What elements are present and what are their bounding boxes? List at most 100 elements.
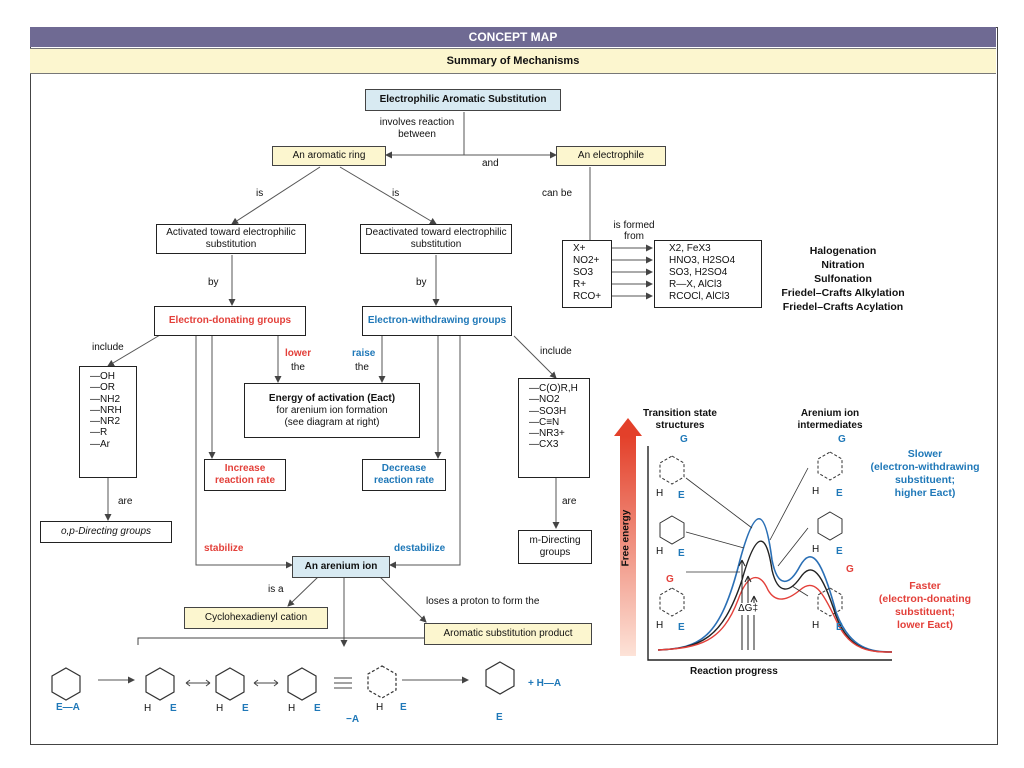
ewg-item: —C≡N — [529, 416, 560, 428]
ewg-item: —NO2 — [529, 394, 560, 406]
e-label-ts-bottom: E — [678, 622, 685, 633]
edg-item: —OH — [90, 371, 115, 382]
concept-map-subtitle: Summary of Mechanisms — [30, 48, 996, 74]
m-directing-box: m-Directing groups — [518, 530, 592, 564]
faster-line: (electron-donating — [878, 593, 972, 605]
energy-line-3: (see diagram at right) — [284, 416, 380, 428]
include-left-label: include — [92, 342, 124, 353]
edg-item: —Ar — [90, 438, 110, 450]
ewg-item: —C(O)R,H — [529, 383, 578, 394]
by-left-label: by — [208, 277, 219, 288]
source-item: RCOCl, AlCl3 — [669, 291, 730, 302]
reaction-name: Sulfonation — [814, 273, 872, 285]
ea-label: E—A — [56, 702, 80, 713]
lower-label: lower — [285, 348, 312, 359]
faster-line: lower Eact) — [896, 619, 954, 631]
reaction-names: Halogenation Nitration Sulfonation Fried… — [768, 244, 918, 314]
mech-e-1: E — [170, 703, 177, 714]
destabilize-label: destabilize — [394, 543, 446, 554]
concept-map-title: CONCEPT MAP — [30, 27, 996, 47]
increase-rate-box: Increase reaction rate — [204, 459, 286, 491]
energy-line-2: for arenium ion formation — [276, 404, 388, 416]
arenium-intermediates-label: Arenium ion intermediates — [797, 408, 863, 431]
faster-line: substituent; — [894, 606, 956, 618]
slower-line: (electron-withdrawing — [870, 461, 980, 473]
eas-title-box: Electrophilic Aromatic Substitution — [365, 89, 561, 111]
raise-label: raise — [352, 348, 376, 359]
source-item: R—X, AlCl3 — [669, 279, 722, 290]
edg-item: —NH2 — [90, 393, 121, 405]
e-label-ts-top: E — [678, 490, 685, 501]
faster-line: Faster — [909, 580, 941, 592]
h-label-ts-mid: H — [656, 546, 664, 557]
include-right-label: include — [540, 346, 572, 357]
mech-e-3: E — [314, 703, 321, 714]
mech-e-product: E — [496, 712, 503, 723]
ewg-item: —SO3H — [529, 405, 567, 417]
g-label-int-top: G — [838, 434, 846, 445]
transition-state-label: Transition state structures — [643, 408, 717, 431]
slower-annotation: Slower (electron-withdrawing substituent… — [862, 448, 988, 500]
slower-line: higher Eact) — [894, 487, 956, 499]
e-label-int-mid: E — [836, 546, 843, 557]
h-label-int-mid: H — [812, 544, 820, 555]
op-directing-box: o,p-Directing groups — [40, 521, 172, 543]
are-right-label: are — [562, 496, 577, 507]
cyclohexadienyl-box: Cyclohexadienyl cation — [184, 607, 328, 629]
free-energy-axis-label: Free energy — [620, 509, 632, 567]
raise-the-label: the — [355, 362, 369, 373]
reaction-name: Nitration — [821, 259, 865, 271]
is-left-label: is — [256, 188, 264, 199]
reaction-name: Friedel–Crafts Alkylation — [781, 287, 905, 299]
mechanism-rings — [51, 661, 515, 701]
electrophile-item: RCO+ — [573, 291, 602, 302]
h-label-ts-top: H — [656, 488, 664, 499]
source-item: SO3, H2SO4 — [669, 267, 728, 278]
reaction-progress-axis-label: Reaction progress — [690, 666, 778, 677]
are-left-label: are — [118, 496, 133, 507]
source-item: X2, FeX3 — [669, 243, 711, 254]
mech-e-2: E — [242, 703, 249, 714]
e-label-ts-mid: E — [678, 548, 685, 559]
energy-activation-box: Energy of activation (Eact) for arenium … — [244, 383, 420, 438]
substitution-product-box: Aromatic substitution product — [424, 623, 592, 645]
reaction-name: Halogenation — [809, 245, 877, 257]
h-label-ts-bottom: H — [656, 620, 664, 631]
mech-e-4: E — [400, 702, 407, 713]
h-label-int-top: H — [812, 486, 820, 497]
decrease-rate-box: Decrease reaction rate — [362, 459, 446, 491]
is-a-label: is a — [268, 584, 284, 595]
electrophile-box: An electrophile — [556, 146, 666, 166]
a-minus-label: −A — [346, 714, 360, 725]
ewg-item: —NR3+ — [529, 428, 565, 440]
mech-h-3: H — [288, 703, 296, 714]
g-label-int-bottom: G — [846, 564, 854, 575]
electrophile-item: SO3 — [573, 267, 594, 278]
e-label-int-top: E — [836, 488, 843, 499]
ewg-list: —C(O)R,H —NO2 —SO3H —C≡N —NR3+ —CX3 — [518, 378, 590, 478]
edg-list: —OH —OR —NH2 —NRH —NR2 —R —Ar — [79, 366, 137, 478]
reaction-name: Friedel–Crafts Acylation — [782, 301, 904, 313]
ewg-box: Electron-withdrawing groups — [362, 306, 512, 336]
mech-h-4: H — [376, 702, 384, 713]
faster-annotation: Faster (electron-donating substituent; l… — [862, 580, 988, 632]
plus-ha-label: + H—A — [528, 678, 562, 689]
stabilize-label: stabilize — [204, 543, 244, 554]
loses-proton-label: loses a proton to form the — [426, 596, 540, 607]
source-list: X2, FeX3 HNO3, H2SO4 SO3, H2SO4 R—X, AlC… — [654, 240, 762, 308]
is-formed-from-label: is formed from — [613, 220, 655, 242]
mech-h-1: H — [144, 703, 152, 714]
ewg-item: —CX3 — [529, 439, 559, 451]
g-label-ts-bottom: G — [666, 574, 674, 585]
edg-item: —NRH — [90, 404, 122, 416]
aromatic-ring-box: An aromatic ring — [272, 146, 386, 166]
delta-g-label: ΔG‡ — [738, 603, 759, 615]
mech-h-2: H — [216, 703, 224, 714]
edg-item: —NR2 — [90, 416, 121, 428]
and-label: and — [482, 158, 499, 169]
involves-label: involves reaction between — [379, 117, 455, 140]
energy-line-1: Energy of activation (Eact) — [268, 392, 396, 404]
electrophile-item: R+ — [573, 279, 587, 290]
e-label-int-bottom: E — [836, 622, 843, 633]
